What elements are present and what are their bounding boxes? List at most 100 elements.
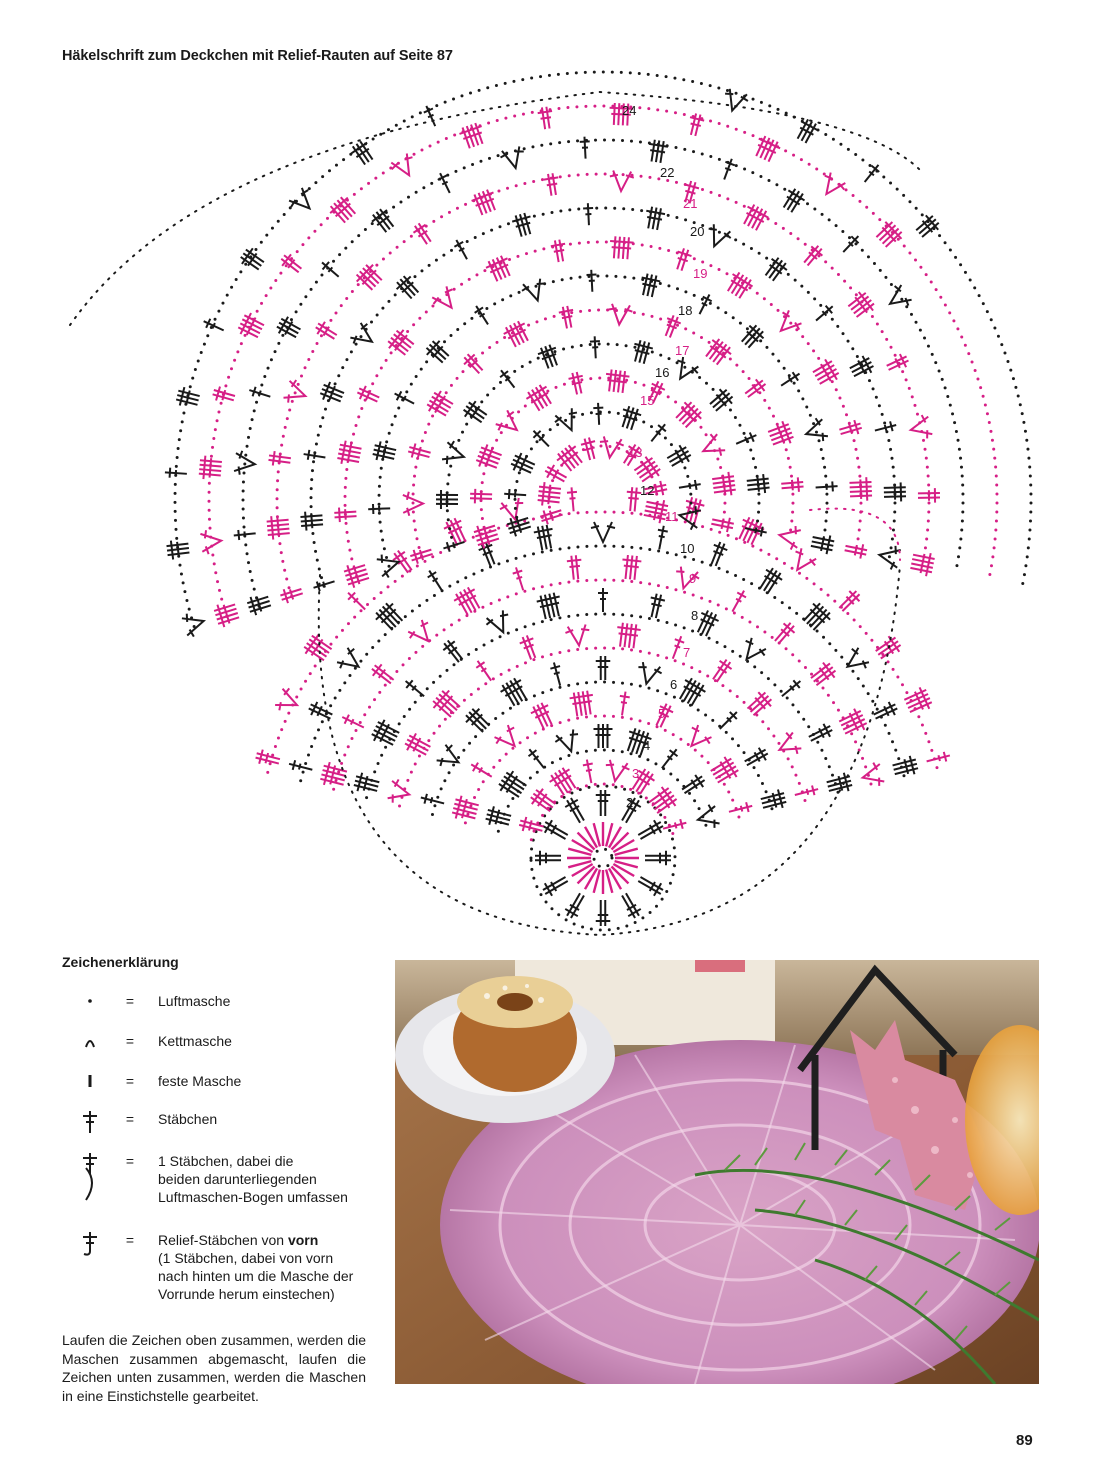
chain-stitch-dot-icon [299,779,303,783]
chain-stitch-dot-icon [214,571,218,575]
chain-stitch-dot-icon [388,251,392,255]
chain-stitch-dot-icon [254,247,258,251]
chain-stitch-dot-icon [878,268,882,272]
chain-stitch-dot-icon [764,790,768,794]
chain-stitch-dot-icon [616,926,620,930]
chain-stitch-dot-icon [212,436,216,440]
chain-stitch-dot-icon [767,727,771,731]
chain-stitch-dot-icon [393,414,397,418]
chain-stitch-dot-icon [406,778,410,782]
stitch-cluster-icon [812,358,840,385]
chain-stitch-dot-icon [690,666,694,670]
chain-stitch-dot-icon [708,599,712,603]
chain-stitch-dot-icon [457,438,461,442]
chain-stitch-dot-icon [588,308,592,312]
chain-stitch-dot-icon [1027,456,1031,460]
chain-stitch-dot-icon [875,322,879,326]
chain-stitch-dot-icon [557,913,561,917]
chain-stitch-dot-icon [532,179,536,183]
lower-chain-border [317,564,901,937]
chain-stitch-dot-icon [467,652,471,656]
chain-stitch-dot-icon [397,722,401,726]
chain-stitch-dot-icon [270,226,274,230]
stitch-cluster-icon [626,727,652,756]
chain-stitch-dot-icon [295,695,299,699]
chain-stitch-dot-icon [593,714,597,718]
chain-stitch-dot-icon [327,169,331,173]
chain-stitch-dot-icon [455,206,459,210]
chain-stitch-dot-icon [319,223,323,227]
chain-stitch-dot-icon [241,507,245,511]
chain-stitch-dot-icon [225,293,229,297]
chain-stitch-dot-icon [349,350,353,354]
v-stitch-icon [795,548,817,572]
note-paragraph: Laufen die Zeichen oben zusammen, werden… [62,1332,366,1404]
chain-stitch-dot-icon [512,79,516,83]
stitch-cluster-icon [532,430,550,448]
chain-stitch-dot-icon [796,237,800,241]
chain-stitch-dot-icon [260,383,264,387]
stitch-cluster-icon [453,586,481,616]
chain-stitch-dot-icon [551,479,555,483]
chain-stitch-dot-icon [667,248,671,252]
chain-stitch-dot-icon [381,538,385,542]
chain-stitch-dot-icon [314,442,318,446]
chain-stitch-dot-icon [420,269,424,273]
stitch-cluster-icon [847,291,875,318]
legend-item-front-post: = Relief-Stäbchen von vorn (1 Stäbchen, … [62,1231,382,1307]
chain-stitch-dot-icon [954,255,958,259]
stitch-cluster-icon [387,329,415,356]
chain-stitch-dot-icon [665,109,669,113]
chain-stitch-dot-icon [217,309,221,313]
chain-stitch-dot-icon [356,283,360,287]
chain-stitch-dot-icon [532,622,536,626]
chain-stitch-dot-icon [953,421,957,425]
chain-stitch-dot-icon [658,246,662,250]
chain-stitch-dot-icon [607,410,611,414]
chain-stitch-dot-icon [666,516,670,520]
chain-stitch-dot-icon [691,79,695,83]
chain-stitch-dot-icon [241,480,245,484]
page-number: 89 [1016,1432,1033,1449]
chain-stitch-dot-icon [293,391,297,395]
chain-stitch-dot-icon [492,387,496,391]
chain-stitch-dot-icon [683,555,687,559]
chain-stitch-dot-icon [468,741,472,745]
chain-stitch-dot-icon [594,510,598,514]
chain-stitch-dot-icon [689,492,693,496]
chain-stitch-dot-icon [620,750,624,754]
chain-stitch-dot-icon [295,250,299,254]
chain-stitch-dot-icon [513,114,517,118]
chain-stitch-dot-icon [499,672,503,676]
chain-stitch-dot-icon [579,309,583,313]
chain-stitch-dot-icon [421,644,425,648]
v-stitch-icon [376,554,401,579]
chain-stitch-dot-icon [343,753,347,757]
chain-stitch-dot-icon [665,656,669,660]
chain-stitch-dot-icon [173,500,177,504]
chain-stitch-dot-icon [875,645,879,649]
chain-stitch-dot-icon [756,773,760,777]
legend-equals: = [125,1232,135,1248]
legend-text: Stäbchen [158,1111,218,1127]
chain-stitch-dot-icon [417,754,421,758]
legend-text: Relief-Stäbchen von vorn (1 Stäbchen, da… [158,1231,388,1303]
chain-stitch-dot-icon [530,847,534,851]
chain-stitch-dot-icon [792,381,796,385]
chain-stitch-dot-icon [1022,420,1026,424]
v-stitch-icon [485,610,509,635]
chain-stitch-dot-icon [1024,564,1028,568]
stitch-cluster-icon [443,517,466,545]
chain-stitch-dot-icon [481,605,485,609]
chain-stitch-dot-icon [412,519,416,523]
stitch-cluster-icon [320,761,348,786]
chain-stitch-dot-icon [233,358,237,362]
chain-stitch-dot-icon [483,269,487,273]
chain-stitch-dot-icon [824,474,828,478]
chain-stitch-dot-icon [699,425,703,429]
chain-stitch-dot-icon [528,776,532,780]
chain-stitch-dot-icon [357,415,361,419]
chain-stitch-dot-icon [595,849,599,853]
chain-stitch-dot-icon [803,242,807,246]
chain-stitch-dot-icon [825,510,829,514]
